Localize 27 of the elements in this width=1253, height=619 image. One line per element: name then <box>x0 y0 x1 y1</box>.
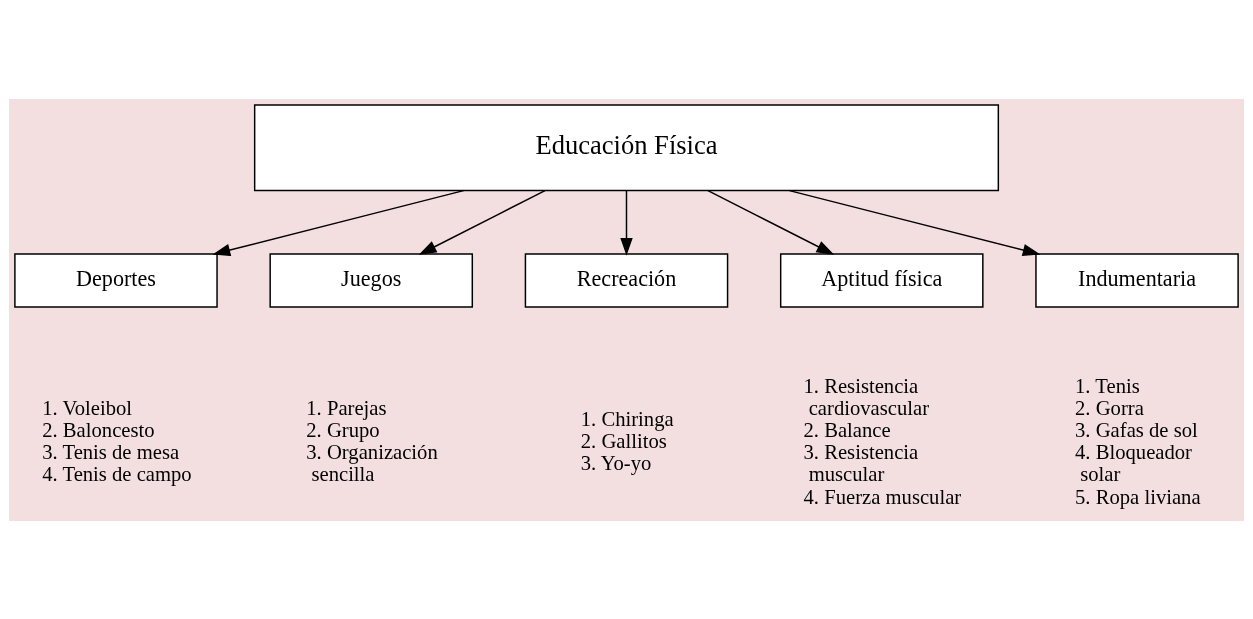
arrow <box>788 189 1041 256</box>
arrow <box>418 189 546 255</box>
node-label: 2. Baloncesto <box>42 418 155 441</box>
node-label: 2. Gorra <box>1075 396 1144 419</box>
node-label: 4. Tenis de campo <box>42 462 192 485</box>
node-label: 1. Tenis <box>1075 374 1140 397</box>
node-label: 4. Bloqueador solar <box>1075 440 1193 485</box>
node-box: Recreación <box>524 252 729 308</box>
node-box: Juegos <box>269 252 474 308</box>
node-box: Educación Física <box>253 103 1000 191</box>
node-label: 1. Voleibol <box>42 396 133 419</box>
node-label: 1. Chiringa <box>580 407 674 430</box>
node-label: 1. Parejas <box>306 396 387 419</box>
node-box: Deportes <box>14 252 218 308</box>
node-label: 3. Resistencia muscular <box>803 440 919 485</box>
node-label: 3. Tenis de mesa <box>42 440 180 463</box>
node-label: 2. Balance <box>803 418 891 441</box>
arrow <box>212 189 465 256</box>
node-label: 4. Fuerza muscular <box>803 485 962 508</box>
node-label: 3. Yo-yo <box>580 451 652 474</box>
node-label: 5. Ropa liviana <box>1075 485 1201 508</box>
arrow <box>707 189 835 255</box>
node-box: Indumentaria <box>1035 252 1239 308</box>
node-label: 1. Resistencia cardiovascular <box>803 374 930 419</box>
node-box: Aptitud física <box>779 252 984 308</box>
arrow <box>620 189 633 256</box>
node-label: 3. Gafas de sol <box>1075 418 1198 441</box>
